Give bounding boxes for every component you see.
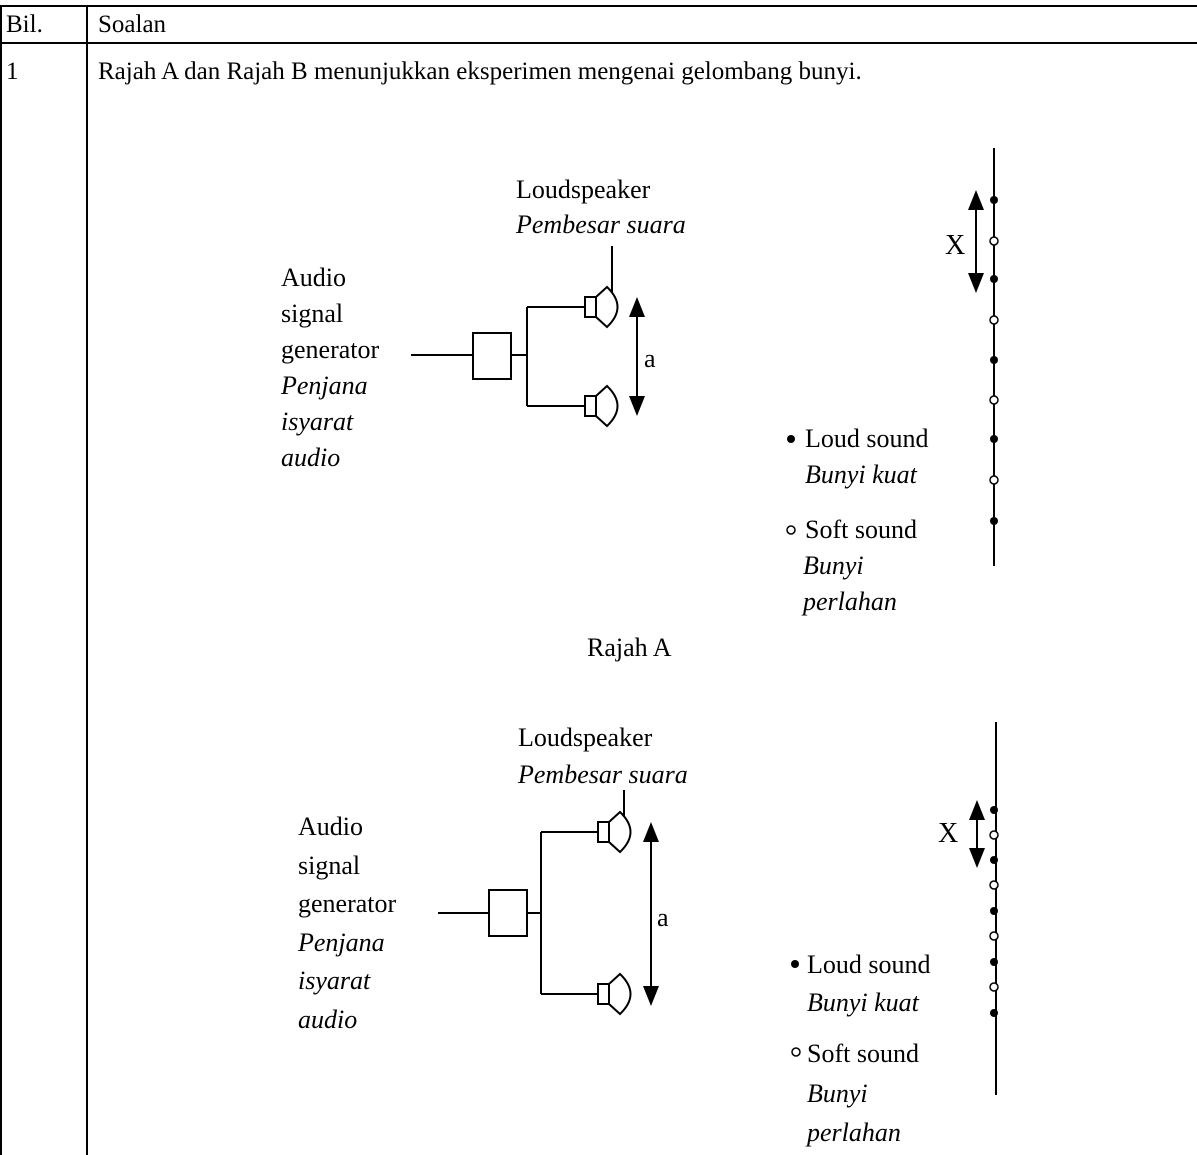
rajah-b-soft-ms-1: Bunyi	[807, 1079, 868, 1108]
table-column-divider	[86, 5, 88, 1155]
rajah-a-separation-label: a	[644, 344, 656, 373]
rajah-a-soft-ms: Bunyi perlahan	[803, 548, 897, 620]
rajah-b-loud-ms: Bunyi kuat	[807, 988, 919, 1017]
rajah-a-distance-label: X	[945, 230, 966, 261]
rajah-b-generator-en-3: generator	[298, 889, 397, 918]
rajah-a-loud-ms: Bunyi kuat	[805, 460, 917, 489]
rajah-a-caption: Rajah A	[587, 633, 672, 662]
rajah-b-detection-line	[969, 722, 999, 1095]
rajah-a-detection-line	[968, 148, 999, 566]
header-soalan: Soalan	[98, 11, 167, 38]
rajah-a-speaker-bottom	[584, 384, 619, 428]
rajah-a-loudspeaker-ms: Pembesar suara	[516, 210, 686, 239]
rajah-a-generator-label: Audio signal generator Penjana isyarat a…	[281, 260, 379, 476]
rajah-a-loudspeaker-en: Loudspeaker	[516, 175, 651, 204]
rajah-a-legend-soft-dot	[786, 525, 796, 535]
rajah-a-generator-ms-1: Penjana	[281, 371, 368, 400]
rajah-b-speaker-bottom	[597, 972, 632, 1016]
rajah-a-legend-loud-dot	[787, 435, 795, 443]
table-top-border	[0, 5, 1197, 7]
rajah-b-generator-ms-3: audio	[298, 1004, 358, 1034]
question-text: Rajah A dan Rajah B menunjukkan eksperim…	[98, 58, 862, 85]
rajah-b-distance-label: X	[938, 818, 959, 849]
rajah-b-generator-en-1: Audio	[298, 812, 363, 841]
rajah-a-circuit	[411, 306, 585, 407]
row-number: 1	[6, 58, 19, 85]
rajah-a-soft-en: Soft sound	[805, 515, 917, 544]
rajah-b-generator-label: Audio signal generator Penjana isyarat a…	[298, 808, 396, 1039]
rajah-a-loud-en: Loud sound	[805, 424, 929, 453]
rajah-b-loudspeaker-en: Loudspeaker	[518, 723, 653, 752]
rajah-b-legend-soft-dot	[791, 1047, 801, 1057]
rajah-b-loud-en: Loud sound	[807, 950, 931, 979]
rajah-b-soft-ms: Bunyi perlahan	[807, 1074, 901, 1152]
rajah-b-circuit	[438, 831, 598, 995]
rajah-b-loudspeaker-ms: Pembesar suara	[518, 760, 688, 789]
rajah-a-soft-ms-1: Bunyi	[803, 551, 864, 580]
rajah-a-generator-en-1: Audio	[281, 263, 346, 292]
rajah-b-generator-en-2: signal	[298, 850, 361, 880]
table-header-divider	[0, 42, 1197, 44]
rajah-a-generator-en-3: generator	[281, 335, 380, 364]
rajah-b-speaker-top	[597, 790, 632, 854]
table-left-border	[0, 5, 2, 1155]
rajah-a-soft-ms-2: perlahan	[803, 587, 897, 616]
rajah-a-generator-en-2: signal	[281, 299, 344, 328]
rajah-a-generator-ms-2: isyarat	[281, 407, 354, 436]
rajah-b-separation-label: a	[657, 903, 669, 932]
rajah-b-legend-loud-dot	[791, 960, 799, 968]
rajah-b-generator-ms-2: isyarat	[298, 966, 371, 995]
rajah-b-soft-en: Soft sound	[807, 1039, 919, 1068]
header-bil: Bil.	[6, 11, 43, 38]
rajah-b-soft-ms-2: perlahan	[807, 1118, 901, 1147]
rajah-a-speaker-top	[584, 246, 619, 329]
rajah-a-generator-ms-3: audio	[281, 443, 341, 472]
rajah-b-generator-ms-1: Penjana	[298, 927, 385, 957]
